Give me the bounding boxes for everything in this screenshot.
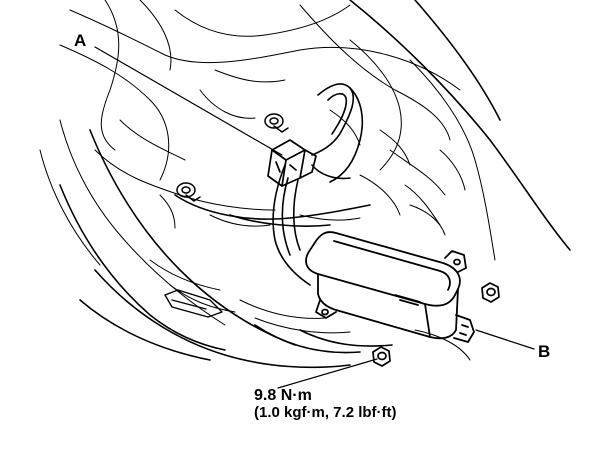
bolt-icon: [176, 182, 201, 202]
mounting-slot: [164, 289, 223, 318]
callout-label-a: A: [74, 31, 87, 50]
nut-icon: [372, 346, 391, 367]
connector-a: [267, 139, 317, 187]
leader-lines: [94, 46, 535, 389]
nut-icon: [481, 282, 500, 303]
torque-spec: 9.8 N·m (1.0 kgf·m, 7.2 lbf·ft): [254, 387, 397, 421]
body-structure: [59, 0, 571, 369]
callout-label-b: B: [538, 342, 551, 361]
wire-harness: [229, 83, 364, 256]
body-panel-outlines: [39, 0, 496, 361]
torque-value-alt: (1.0 kgf·m, 7.2 lbf·ft): [254, 403, 397, 421]
control-unit-b: [305, 231, 475, 343]
torque-value-metric: 9.8 N·m: [254, 387, 312, 404]
bolt-icon: [264, 113, 289, 133]
